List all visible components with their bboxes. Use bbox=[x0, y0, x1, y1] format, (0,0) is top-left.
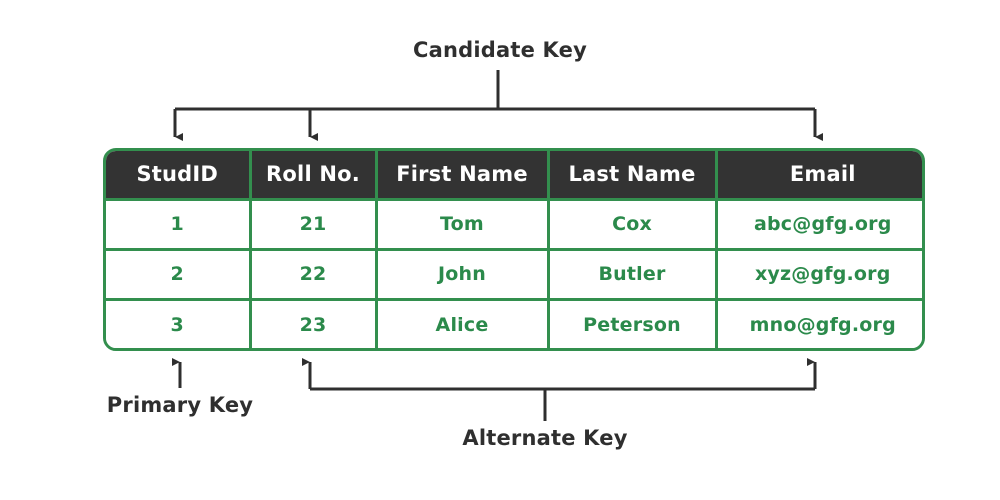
cell-first-name: Alice bbox=[376, 299, 550, 348]
alternate-key-connector bbox=[302, 358, 817, 421]
table-header: StudID Roll No. First Name Last Name Ema… bbox=[106, 151, 922, 201]
cell-first-name: Tom bbox=[376, 199, 550, 251]
table-grid: StudID Roll No. First Name Last Name Ema… bbox=[106, 151, 922, 348]
table-header-row: StudID Roll No. First Name Last Name Ema… bbox=[106, 151, 922, 201]
cell-email: abc@gfg.org bbox=[716, 199, 922, 251]
cell-last-name: Cox bbox=[548, 199, 718, 251]
cell-roll-no: 21 bbox=[250, 199, 378, 251]
column-header-studid: StudID bbox=[106, 151, 252, 201]
table-body: 1 21 Tom Cox abc@gfg.org 2 22 John Butle… bbox=[106, 199, 922, 348]
column-header-roll-no: Roll No. bbox=[250, 151, 378, 201]
alternate-key-label: Alternate Key bbox=[462, 426, 628, 450]
column-header-first-name: First Name bbox=[376, 151, 550, 201]
cell-email: mno@gfg.org bbox=[716, 299, 922, 348]
cell-studid: 2 bbox=[106, 249, 252, 301]
cell-roll-no: 22 bbox=[250, 249, 378, 301]
cell-last-name: Peterson bbox=[548, 299, 718, 348]
cell-roll-no: 23 bbox=[250, 299, 378, 348]
table-row: 1 21 Tom Cox abc@gfg.org bbox=[106, 199, 922, 251]
table-row: 3 23 Alice Peterson mno@gfg.org bbox=[106, 299, 922, 348]
cell-studid: 3 bbox=[106, 299, 252, 348]
cell-email: xyz@gfg.org bbox=[716, 249, 922, 301]
cell-studid: 1 bbox=[106, 199, 252, 251]
candidate-key-connector bbox=[173, 70, 823, 141]
primary-key-label: Primary Key bbox=[106, 393, 254, 417]
column-header-email: Email bbox=[716, 151, 922, 201]
column-header-last-name: Last Name bbox=[548, 151, 718, 201]
cell-first-name: John bbox=[376, 249, 550, 301]
candidate-key-label: Candidate Key bbox=[413, 38, 587, 62]
student-relation-table: StudID Roll No. First Name Last Name Ema… bbox=[103, 148, 925, 351]
cell-last-name: Butler bbox=[548, 249, 718, 301]
table-row: 2 22 John Butler xyz@gfg.org bbox=[106, 249, 922, 301]
